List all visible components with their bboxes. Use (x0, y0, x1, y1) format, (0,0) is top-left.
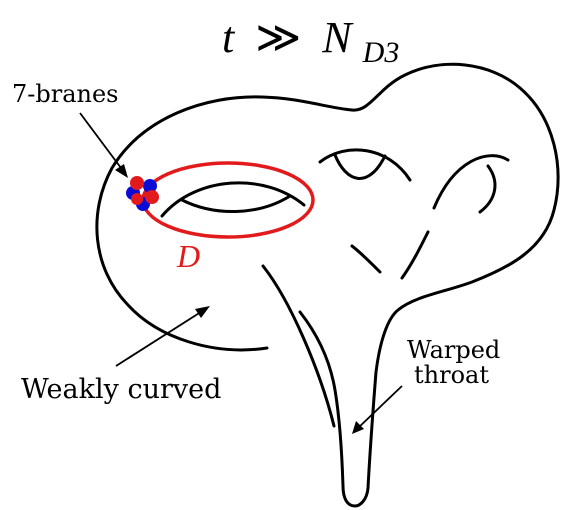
hidden-edge-dash-1 (400, 230, 430, 280)
divisor-loop (141, 161, 315, 239)
brane-red-1 (130, 176, 144, 190)
middle-handle-lower (333, 153, 387, 180)
left-handle-lower (180, 194, 292, 214)
seven-branes-label: 7-branes (12, 80, 119, 108)
title-variable: t (222, 13, 236, 62)
title-formula: t ≫ N D3 (222, 13, 399, 69)
surface-outline (95, 62, 560, 508)
warped-throat-arrow-head (352, 421, 364, 434)
brane-blue-2 (143, 179, 157, 193)
seven-branes-arrow-shaft (79, 112, 125, 173)
seven-brane-cluster (126, 176, 159, 211)
right-handle-lower (478, 164, 497, 214)
hidden-edge-dash-2 (350, 244, 382, 274)
weakly-curved-arrow-head (195, 306, 210, 318)
middle-handle-upper (318, 148, 412, 182)
brane-red-3 (131, 193, 143, 205)
throat-inner-line (261, 264, 336, 428)
seven-branes-arrow-head (115, 164, 128, 178)
weakly-curved-arrow-shaft (115, 309, 205, 367)
title-subscript: D3 (362, 36, 400, 69)
divisor-label: D (176, 238, 200, 274)
warped-throat-arrow-shaft (357, 385, 403, 429)
right-handle-upper (432, 154, 510, 210)
title-relation: ≫ (255, 13, 301, 62)
brane-red-2 (145, 190, 159, 204)
throat-label: throat (414, 361, 489, 389)
weakly-curved-label: Weakly curved (21, 374, 221, 405)
title-symbol: N (321, 13, 354, 62)
left-handle-upper (160, 181, 306, 218)
warped-label: Warped (407, 336, 500, 364)
